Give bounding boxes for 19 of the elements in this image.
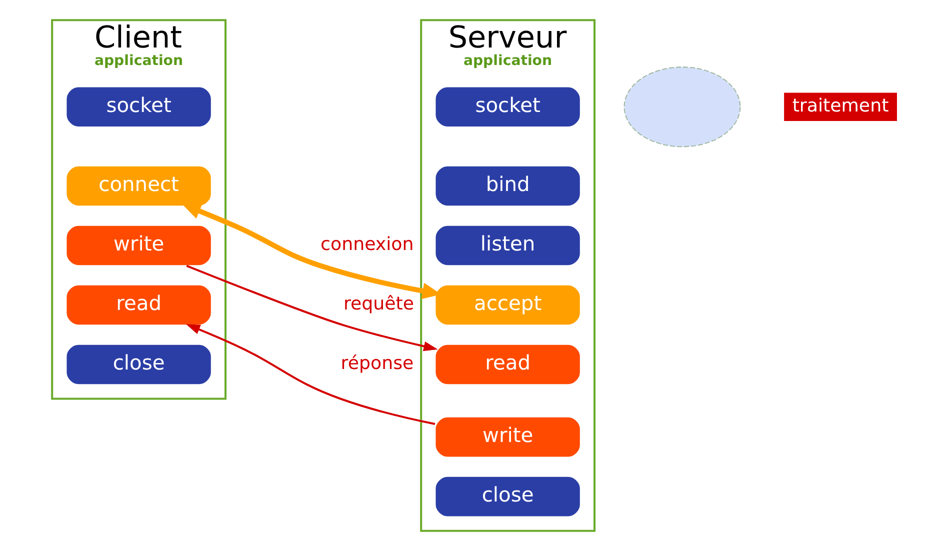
node-box: accept [434,284,580,326]
node-box: socket [434,86,580,128]
node-box: read [434,344,580,386]
node-box: write [65,224,212,266]
edge-label: connexion [320,234,414,255]
node-box: connect [65,165,212,207]
node-box: listen [434,224,580,266]
arrow [186,264,438,352]
label: traitement [792,95,888,116]
node-box: close [65,344,212,386]
node-box: socket [65,86,212,128]
node-box: bind [434,165,580,207]
arrow [186,324,435,425]
node-box: read [65,284,212,326]
edge-label: réponse [340,352,414,374]
edge-label: requête [342,293,414,314]
node-box: write [434,416,580,458]
node-cloud [623,66,740,148]
node-box: close [434,476,580,518]
